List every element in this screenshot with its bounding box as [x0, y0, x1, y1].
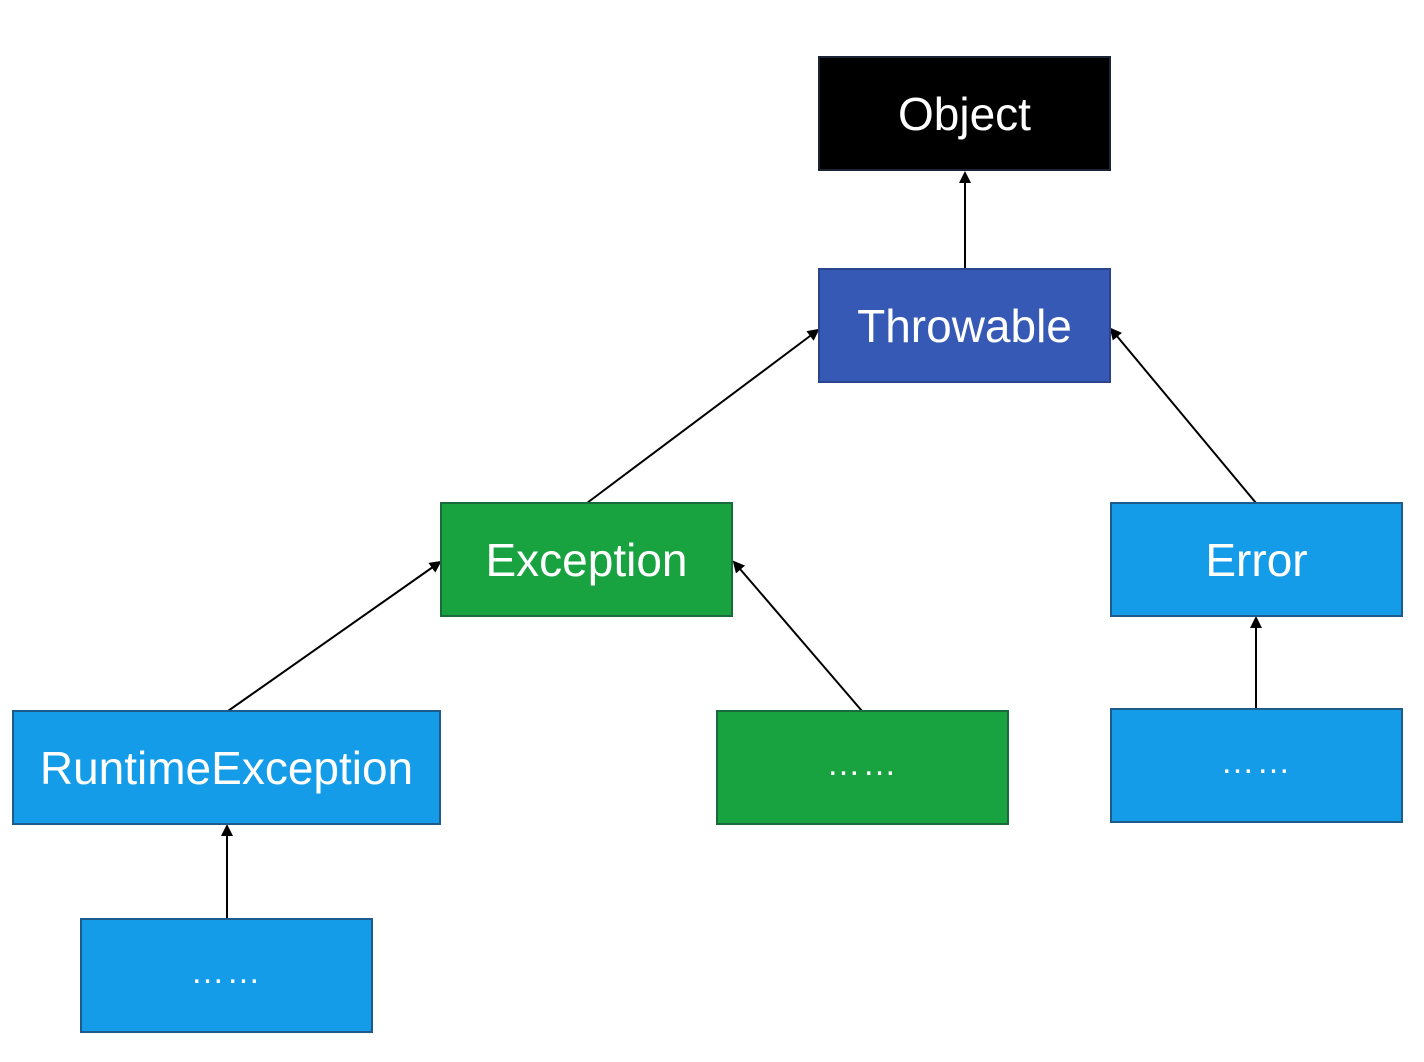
arrow-error-to-throwable — [1109, 327, 1257, 504]
arrow-exception-to-throwable — [586, 328, 820, 504]
error-label: Error — [1205, 533, 1308, 586]
object-label: Object — [898, 87, 1031, 140]
throwable-node: Throwable — [818, 268, 1111, 383]
object-node: Object — [818, 56, 1111, 171]
runtime-exception-subclasses-label: …… — [190, 952, 263, 991]
error-subclasses-label: …… — [1220, 742, 1293, 781]
runtime-exception-label: RuntimeException — [39, 741, 414, 794]
throwable-label: Throwable — [857, 299, 1072, 352]
error-node: Error — [1110, 502, 1403, 617]
runtime-exception-subclasses-node: …… — [80, 918, 373, 1033]
exception-subclasses-label: …… — [826, 744, 899, 783]
exception-subclasses-node: …… — [716, 710, 1009, 825]
arrow-runtime-exception-to-exception — [227, 560, 442, 712]
runtime-exception-node: RuntimeException — [12, 710, 441, 825]
error-subclasses-node: …… — [1110, 708, 1403, 823]
arrow-exception-more-to-exception — [732, 560, 863, 712]
exception-label: Exception — [485, 533, 688, 586]
exception-node: Exception — [440, 502, 733, 617]
